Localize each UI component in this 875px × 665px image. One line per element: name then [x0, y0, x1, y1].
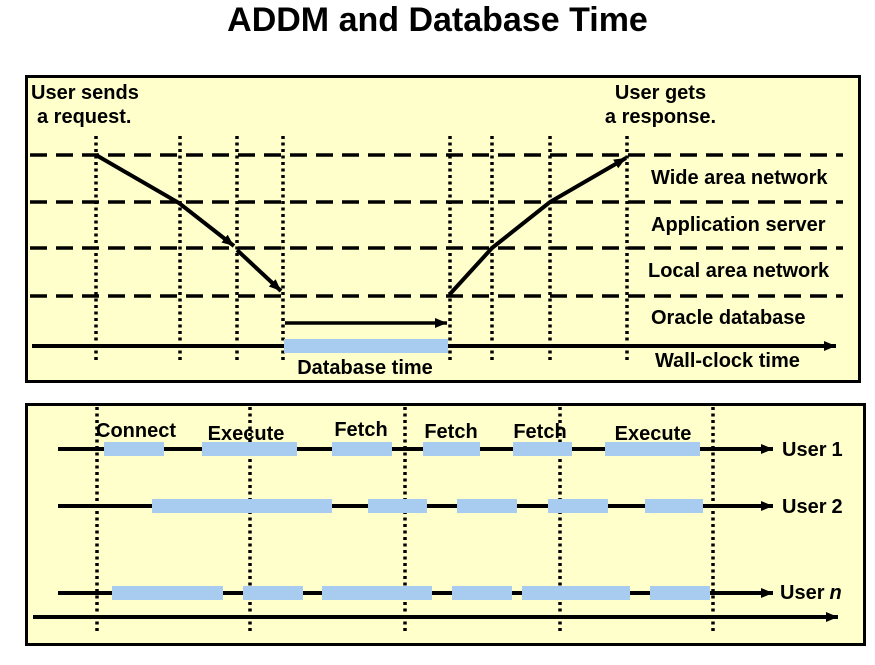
session-activity-bar	[645, 499, 703, 513]
request-flow-panel	[25, 75, 861, 383]
session-activity-bar	[368, 499, 427, 513]
session-activity-bar	[152, 499, 332, 513]
session-activity-bars	[104, 442, 710, 600]
wall-clock-time-label: Wall-clock time	[655, 350, 800, 372]
request-descent-arrow-2	[235, 248, 283, 293]
response-ascent-arrow	[448, 156, 628, 296]
session-activity-bar	[322, 586, 432, 600]
layer-label-application-server: Application server	[651, 214, 826, 236]
request-descent-arrow-1	[94, 153, 236, 248]
user-gets-label: User gets a response.	[563, 81, 758, 129]
session-activity-bar	[605, 442, 700, 456]
session-activity-bar	[457, 499, 517, 513]
user-gets-line1: User gets	[614, 82, 707, 104]
session-activity-bar	[513, 442, 572, 456]
session-activity-bar	[202, 442, 297, 456]
op-label-connect: Connect	[96, 420, 176, 442]
user-sends-line1: User sends	[31, 82, 139, 104]
session-activity-bar	[243, 586, 303, 600]
user-gets-line2: a response.	[604, 106, 717, 128]
layer-label-wide-area-network: Wide area network	[651, 167, 828, 189]
session-activity-bar	[650, 586, 710, 600]
layer-label-local-area-network: Local area network	[648, 260, 830, 282]
top-panel-lines	[30, 136, 843, 362]
database-time-bar	[284, 339, 448, 353]
session-activity-bar	[548, 499, 608, 513]
user2-label-suffix: 2	[831, 496, 843, 518]
user-sends-label: User sends a request.	[31, 81, 139, 129]
database-time-label: Database time	[297, 357, 433, 379]
session-activity-bar	[112, 586, 223, 600]
user2-label-prefix: User	[782, 496, 827, 518]
user1-label-suffix: 1	[831, 439, 843, 461]
user1-label-prefix: User	[782, 439, 827, 461]
layer-label-oracle-database: Oracle database	[651, 307, 806, 329]
session-activity-bar	[104, 442, 164, 456]
usern-label-suffix: n	[829, 582, 842, 604]
slide-title: ADDM and Database Time	[227, 1, 648, 39]
usern-label-prefix: User	[780, 582, 825, 604]
op-label-fetch: Fetch	[424, 421, 478, 443]
op-label-execute: Execute	[207, 423, 285, 445]
user-sends-line2: a request.	[37, 106, 132, 128]
op-label-fetch: Fetch	[334, 419, 388, 441]
session-activity-bar	[522, 586, 630, 600]
session-activity-bar	[423, 442, 480, 456]
op-label-execute: Execute	[614, 423, 692, 445]
session-activity-bar	[452, 586, 512, 600]
session-activity-bar	[332, 442, 392, 456]
op-label-fetch: Fetch	[513, 421, 567, 443]
